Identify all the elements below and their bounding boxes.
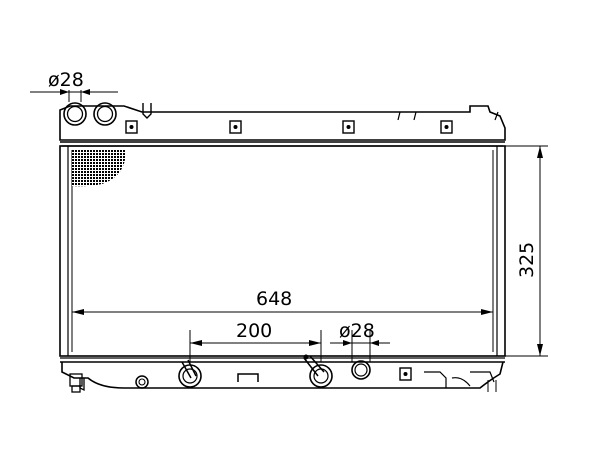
top-inlet-label: ø28 [48, 69, 84, 91]
bottom-spacing-dimension: 200 [189, 320, 322, 362]
radiator-core [59, 145, 506, 357]
height-label: 325 [516, 242, 538, 278]
bottom-spacing-label: 200 [236, 320, 272, 342]
width-dimension: 648 [72, 288, 493, 315]
height-dimension: 325 [505, 145, 548, 357]
bottom-tank [60, 357, 505, 393]
bottom-outlet-label: ø28 [339, 320, 375, 342]
top-inlet-pipes [63, 90, 117, 126]
width-label: 648 [256, 288, 292, 310]
bottom-outlet-dimension: ø28 [330, 320, 390, 362]
top-tank [59, 103, 506, 147]
bottom-outlet-pipes [178, 354, 371, 388]
fin-pattern [72, 150, 126, 187]
top-inlet-dimension: ø28 [30, 69, 118, 95]
